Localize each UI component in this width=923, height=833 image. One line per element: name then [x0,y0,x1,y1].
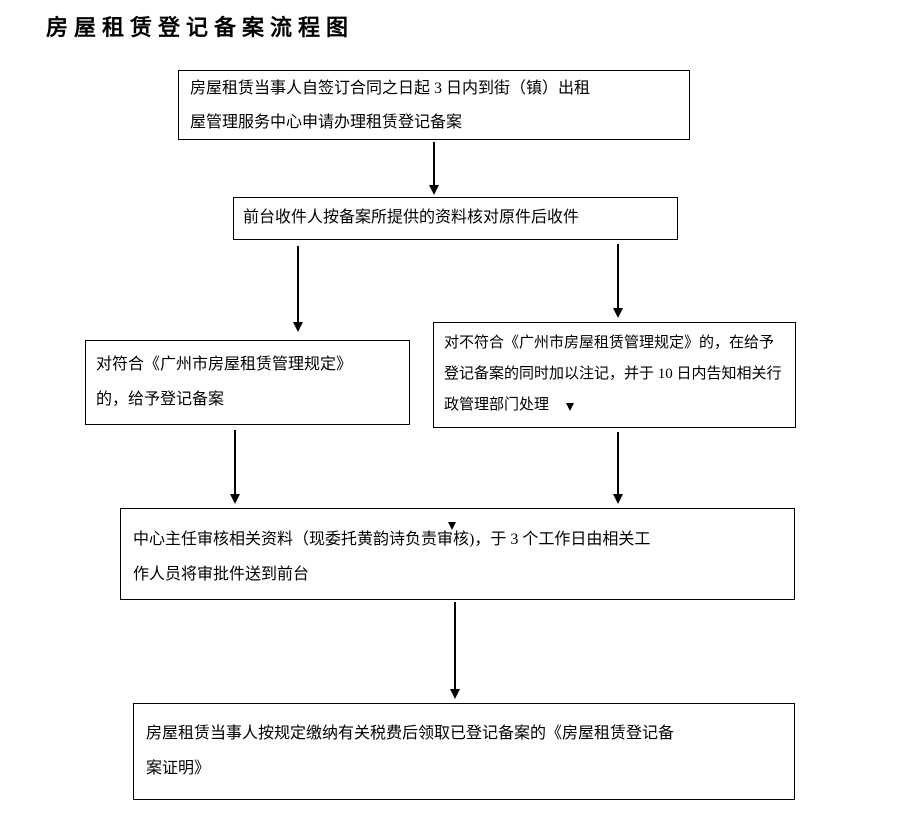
arrow-line [617,432,619,496]
flow-node-director-review: 中心主任审核相关资料（现委托黄韵诗负责审核)，于 3 个工作日由相关工 作人员将… [120,508,795,600]
flow-node-certificate-issue: 房屋租赁当事人按规定缴纳有关税费后领取已登记备案的《房屋租赁登记备 案证明》 [133,703,795,800]
arrow-line [617,244,619,310]
flow-node-noncompliant-note: 对不符合《广州市房屋租赁管理规定》的，在给予 登记备案的同时加以注记，并于 10… [433,322,796,428]
arrow-line [297,246,299,324]
flow-node-front-desk-check: 前台收件人按备案所提供的资料核对原件后收件 [233,197,678,240]
page-title: 房屋租赁登记备案流程图 [46,15,355,40]
arrow-down-icon [450,689,460,699]
arrow-check-to-compliant [293,246,303,332]
arrow-down-icon [613,494,623,504]
arrow-down-icon [230,494,240,504]
stray-arrowhead-icon [566,403,574,411]
arrow-noncompliant-to-review [613,432,623,504]
arrow-line [454,602,456,691]
arrow-down-icon [429,185,439,195]
arrow-line [234,430,236,496]
stray-arrowhead-icon [448,522,456,530]
flow-node-compliant-register: 对符合《广州市房屋租赁管理规定》 的，给予登记备案 [85,340,410,425]
arrow-apply-to-check [429,142,439,195]
arrow-down-icon [293,322,303,332]
flow-node-apply: 房屋租赁当事人自签订合同之日起 3 日内到街（镇）出租 屋管理服务中心申请办理租… [178,70,690,140]
arrow-compliant-to-review [230,430,240,504]
arrow-review-to-certificate [450,602,460,699]
arrow-line [433,142,435,187]
arrow-check-to-noncompliant [613,244,623,318]
arrow-down-icon [613,308,623,318]
